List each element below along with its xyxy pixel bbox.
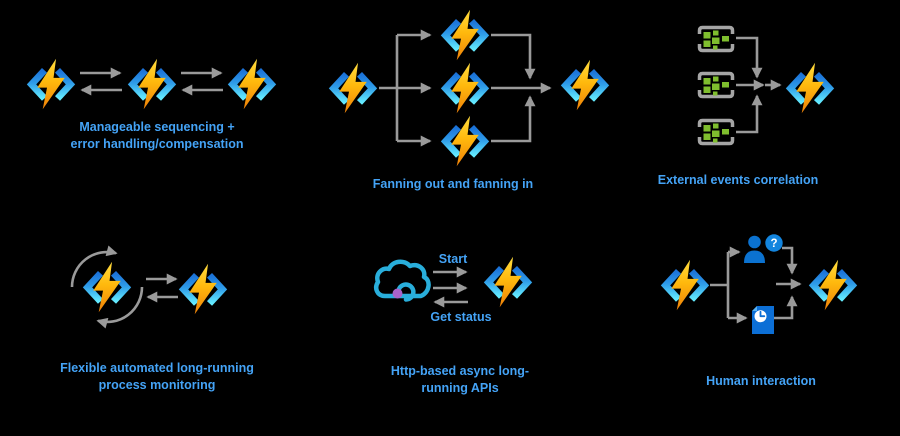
from-document-arrow — [774, 295, 798, 320]
person-question-icon: ? — [744, 234, 783, 263]
azure-functions-glyph — [814, 260, 853, 311]
event-source-glyph — [700, 74, 733, 97]
azure-functions-icon — [659, 259, 711, 311]
caption-line: External events correlation — [657, 173, 819, 187]
get-status-label: Get status — [430, 310, 492, 324]
azure-functions-icon — [25, 58, 77, 110]
caption-line: Human interaction — [706, 374, 816, 388]
start-label: Start — [438, 252, 468, 266]
azure-functions-icon — [81, 261, 133, 313]
from-person-arrow — [782, 246, 798, 275]
question-badge — [765, 234, 783, 252]
azure-functions-glyph — [334, 63, 373, 114]
panel-fanning-out-and-in: Fanning out and fanning in — [300, 0, 600, 218]
cloud-outline — [374, 259, 431, 299]
http-connectors — [433, 266, 468, 308]
person-head — [748, 235, 761, 249]
caption-line: process monitoring — [98, 378, 216, 392]
document-fold — [752, 306, 757, 311]
event-arrow — [736, 36, 763, 79]
question-badge-text: ? — [770, 238, 777, 250]
panel-manageable-sequencing: Manageable sequencing + error handling/c… — [0, 0, 300, 218]
monitoring-connectors — [70, 245, 178, 329]
caption: Http-based async long- running APIs — [310, 363, 610, 397]
azure-functions-glyph — [791, 63, 830, 114]
azure-functions-glyph — [32, 59, 71, 110]
panel-process-monitoring: Flexible automated long-running process … — [0, 218, 300, 436]
purple-dot — [392, 288, 403, 299]
panel-human-interaction: ? Human interaction — [600, 218, 900, 436]
caption-line: running APIs — [421, 381, 499, 395]
azure-functions-icon — [177, 263, 229, 315]
fan-in-arrow — [491, 95, 536, 143]
branch-rail — [710, 252, 730, 318]
event-source-glyph — [700, 121, 733, 144]
caption-line: Fanning out and fanning in — [372, 177, 534, 191]
caption: Manageable sequencing + error handling/c… — [7, 119, 307, 153]
caption: Fanning out and fanning in — [303, 176, 603, 193]
caption-line: Http-based async long- — [390, 364, 530, 378]
panel-external-events-correlation: External events correlation — [600, 0, 900, 218]
azure-functions-icon — [784, 62, 836, 114]
azure-functions-glyph — [566, 60, 605, 111]
azure-functions-glyph — [446, 10, 485, 61]
caption-line: error handling/compensation — [70, 137, 244, 151]
azure-functions-glyph — [88, 262, 127, 313]
caption: External events correlation — [588, 172, 888, 189]
azure-functions-icon — [439, 62, 491, 114]
azure-functions-glyph — [446, 116, 485, 167]
azure-functions-icon — [327, 62, 379, 114]
caption-line: Flexible automated long-running — [60, 361, 254, 375]
azure-functions-glyph — [233, 59, 272, 110]
azure-functions-glyph — [666, 260, 705, 311]
caption: Flexible automated long-running process … — [7, 360, 307, 394]
azure-functions-icon — [126, 58, 178, 110]
event-arrow — [736, 94, 763, 134]
azure-functions-icon — [226, 58, 278, 110]
caption: Human interaction — [611, 373, 900, 390]
azure-functions-icon — [439, 9, 491, 61]
document-clock-icon — [752, 306, 774, 334]
event-source-icon — [696, 24, 736, 54]
event-source-icon — [696, 70, 736, 100]
event-source-glyph — [700, 28, 733, 51]
azure-functions-icon — [807, 259, 859, 311]
fan-in-arrow — [491, 33, 536, 80]
panel-http-async-apis: Start Get status Http-based async long- … — [300, 218, 600, 436]
cloud-swirl — [396, 282, 416, 302]
azure-functions-icon — [439, 115, 491, 167]
caption-line: Manageable sequencing + — [79, 120, 235, 134]
event-source-icon — [696, 117, 736, 147]
http-cloud-icon — [374, 259, 431, 302]
azure-functions-glyph — [133, 59, 172, 110]
clock-hands — [759, 310, 766, 318]
azure-functions-glyph — [184, 264, 223, 315]
azure-functions-glyph — [446, 63, 485, 114]
person-body — [744, 250, 765, 263]
